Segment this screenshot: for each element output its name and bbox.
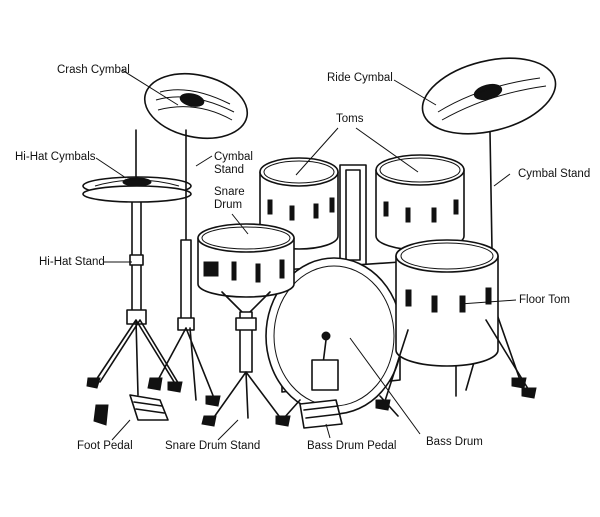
label-ride-cymbal: Ride Cymbal <box>327 72 393 84</box>
label-foot-pedal: Foot Pedal <box>77 440 133 452</box>
label-crash-cymbal: Crash Cymbal <box>57 64 130 76</box>
cymbal-stand-left <box>147 129 221 407</box>
snare-drum-stand <box>201 291 291 427</box>
label-floor-tom: Floor Tom <box>519 294 570 306</box>
hi-hat-stand <box>86 129 183 426</box>
crash-cymbal <box>143 73 249 139</box>
floor-tom <box>375 239 537 411</box>
label-snare-drum-stand: Snare Drum Stand <box>165 440 261 452</box>
hi-hat-cymbals <box>82 176 192 203</box>
bass-drum-pedal <box>299 331 343 429</box>
tom-holder <box>339 164 367 266</box>
label-toms: Toms <box>336 113 364 125</box>
tom-right <box>375 154 465 251</box>
label-hi-hat-stand: Hi-Hat Stand <box>39 256 105 268</box>
label-cymbal-stand-left: Cymbal Stand <box>214 151 253 176</box>
foot-pedal <box>129 394 169 421</box>
label-bass-drum: Bass Drum <box>426 436 483 448</box>
ride-cymbal <box>421 57 557 135</box>
snare-drum <box>197 223 295 298</box>
label-cymbal-stand-right: Cymbal Stand <box>518 168 591 180</box>
leader-lines <box>95 69 517 441</box>
label-bass-drum-pedal: Bass Drum Pedal <box>307 440 397 452</box>
label-hi-hat-cymbals: Hi-Hat Cymbals <box>15 151 96 163</box>
label-snare-drum: Snare Drum <box>214 186 245 211</box>
